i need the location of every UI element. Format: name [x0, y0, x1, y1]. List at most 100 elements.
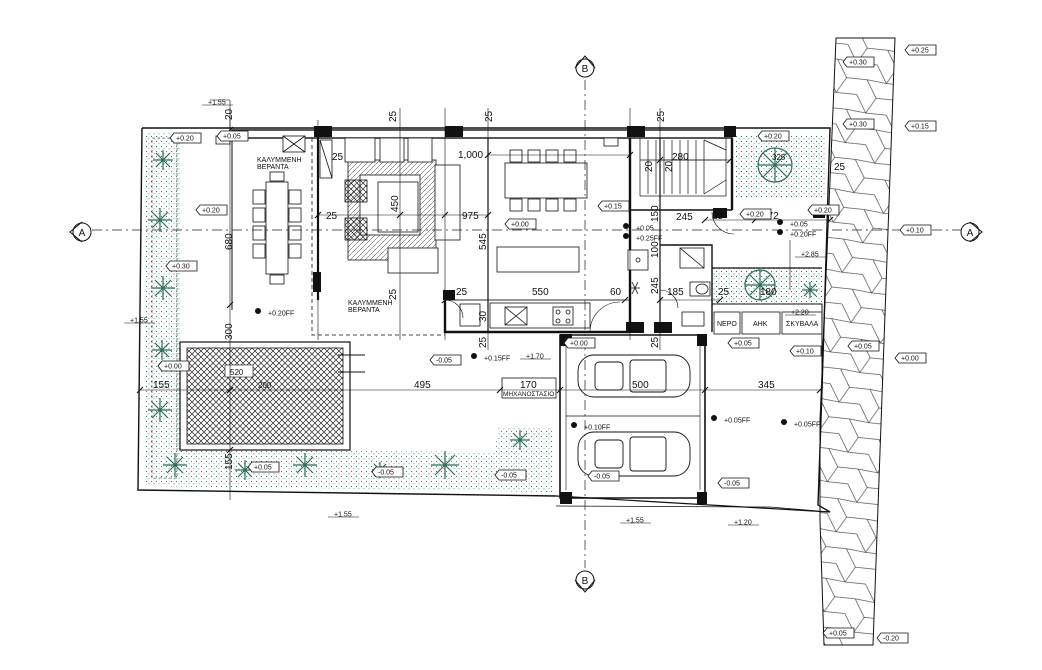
level-value: +1.20	[734, 520, 752, 527]
dim-label: 345	[758, 380, 775, 391]
dim-label: 25	[326, 211, 338, 222]
level-tag: -0.20	[876, 632, 909, 644]
level-value: -0.05	[594, 474, 610, 481]
level-value: +0.05	[254, 465, 272, 472]
level-value: +0.25FF	[636, 236, 662, 243]
room-label-garbage: ΣΚΥΒΑΛΑ	[786, 321, 819, 328]
dim-label: 185	[667, 287, 684, 298]
level-value: -0.05	[724, 481, 740, 488]
level-value: +1.55	[626, 518, 644, 525]
level-tag: +0.10	[789, 345, 822, 357]
dim-label: 150	[650, 205, 661, 222]
level-tag: +0.00	[504, 218, 537, 230]
dim-label: 545	[478, 233, 489, 250]
dim-label: 25	[388, 110, 399, 122]
level-tag: -0.05	[587, 470, 620, 482]
level-tag: +1.55	[202, 100, 233, 107]
section-label-a-right: A	[967, 228, 974, 239]
dim-label: 25	[718, 287, 730, 298]
dim-label: 170	[520, 380, 537, 391]
level-tag: +0.05FF	[711, 415, 750, 425]
level-value: +0.10	[796, 349, 814, 356]
level-value: +0.00	[570, 341, 588, 348]
level-value: +0.25	[911, 48, 929, 55]
level-value: +0.10FF	[584, 425, 610, 432]
swimming-pool	[179, 341, 365, 451]
dim-label: 20	[224, 108, 235, 120]
level-value: +0.30	[172, 264, 190, 271]
level-value: +0.30	[849, 122, 867, 129]
level-value: +0.20	[746, 212, 764, 219]
level-tag: +0.00	[894, 352, 927, 364]
level-tag: +0.20	[807, 204, 840, 216]
level-tag: +1.55	[124, 318, 155, 325]
level-tag: +0.30	[842, 56, 875, 68]
level-value: +0.05	[636, 226, 654, 233]
dim-label: 180	[760, 287, 777, 298]
dim-label: 500	[632, 380, 649, 391]
level-value: -0.05	[436, 358, 452, 365]
level-tag: +0.15FF	[471, 353, 510, 363]
level-tag: +2.20	[785, 310, 816, 317]
living-room-furniture	[319, 137, 461, 274]
dim-label: 325	[772, 153, 786, 162]
level-value: +0.05	[854, 344, 872, 351]
level-tag: +0.00	[563, 337, 596, 349]
level-value: +1.55	[130, 318, 148, 325]
dim-label: 25	[456, 287, 468, 298]
level-value: +0.05	[790, 222, 808, 229]
dining-kitchen	[459, 137, 619, 329]
room-label-machine-room: ΜΗΧΑΝΟΣΤΑΣΙΟ	[503, 391, 554, 398]
dim-label: 25	[712, 211, 724, 222]
staircase	[639, 137, 727, 197]
level-value: +0.20FF	[268, 311, 294, 318]
section-marker-a-right: A	[960, 221, 983, 243]
level-tag: +1.55	[620, 518, 651, 525]
level-tag: +0.05FF	[781, 419, 820, 429]
level-tag: +0.00	[157, 360, 190, 372]
level-value: +0.05FF	[794, 422, 820, 429]
level-value: +0.20	[814, 208, 832, 215]
dim-label: 200	[258, 381, 272, 390]
dim-label: 245	[676, 212, 693, 223]
level-tag: +0.05	[623, 223, 654, 233]
dim-label: 280	[672, 152, 689, 163]
dim-label: 975	[462, 211, 479, 222]
room-label-electricity: ΑΗΚ	[753, 321, 768, 328]
room-label-water: ΝΕΡΟ	[717, 321, 737, 328]
level-tags: +0.25 +0.30 +0.30 +0.15 +0.10 +0.05 +0.00 +0.05…	[124, 44, 937, 644]
level-value: +0.00	[511, 222, 529, 229]
dim-label: 25	[332, 152, 344, 163]
dim-label: 495	[414, 380, 431, 391]
level-value: +1.70	[526, 354, 544, 361]
level-value: +0.05	[223, 134, 241, 141]
dim-label: 550	[532, 287, 549, 298]
level-tag: +0.20	[195, 204, 228, 216]
dim-label: 155	[153, 380, 170, 391]
dim-label: 25	[484, 110, 495, 122]
dim-label: 155	[224, 453, 235, 470]
level-value: +0.20	[202, 208, 220, 215]
dim-label: 245	[650, 277, 661, 294]
level-value: +0.20FF	[790, 232, 816, 239]
level-tag: -0.05	[429, 354, 462, 366]
level-tag: +0.15	[597, 200, 630, 212]
section-marker-b-top: B	[574, 55, 596, 78]
level-tag: +0.15	[904, 120, 937, 132]
section-label-a-left: A	[79, 228, 86, 239]
level-value: +1.55	[208, 100, 226, 107]
level-value: +0.20	[764, 134, 782, 141]
level-tag: +0.30	[165, 260, 198, 272]
section-label-b-bottom: B	[582, 576, 589, 587]
dim-label: 25	[388, 288, 399, 300]
dim-label: 25	[834, 162, 846, 173]
dim-label: 1,000	[458, 150, 483, 161]
level-tag: +0.05	[216, 130, 249, 142]
dim-label: 60	[610, 287, 622, 298]
level-value: +2.20	[791, 310, 809, 317]
level-tag: +0.25FF	[623, 233, 662, 243]
level-value: +0.15	[911, 124, 929, 131]
level-value: +1.55	[334, 512, 352, 519]
